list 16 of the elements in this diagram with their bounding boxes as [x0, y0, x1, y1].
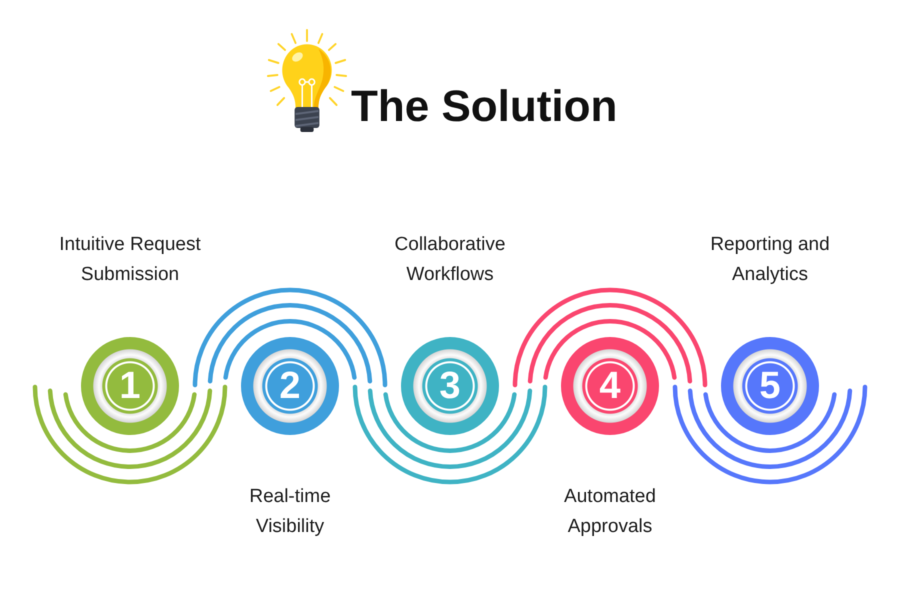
step-caption: Intuitive Request Submission	[58, 233, 202, 287]
diagram-title: The Solution	[351, 82, 618, 132]
step-circle	[81, 337, 179, 435]
step-caption: Collaborative Workflows	[394, 233, 506, 287]
step-number: 4	[599, 366, 621, 406]
step-circle	[401, 337, 499, 435]
step-circle	[561, 337, 659, 435]
step-circle	[721, 337, 819, 435]
step-caption: Real-time Visibility	[248, 485, 332, 539]
step-caption: Automated Approvals	[563, 485, 657, 539]
step-number: 5	[759, 366, 781, 406]
step-caption: Reporting and Analytics	[709, 233, 831, 287]
step-number: 3	[439, 366, 461, 406]
step-circle	[241, 337, 339, 435]
step-number: 1	[119, 366, 141, 406]
step-number: 2	[279, 366, 301, 406]
